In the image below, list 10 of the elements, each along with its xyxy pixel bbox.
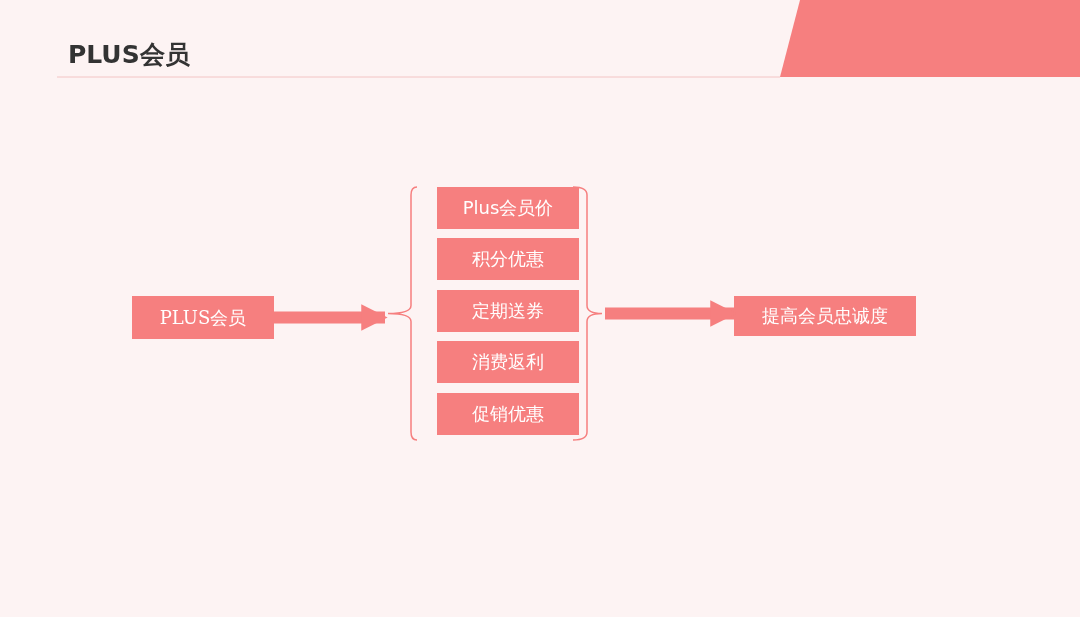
label-box: 消费返利: [437, 341, 579, 383]
label-box: PLUS会员: [132, 296, 274, 339]
arrow: [274, 304, 388, 331]
label-box: 积分优惠: [437, 238, 579, 280]
label-box: 促销优惠: [437, 393, 579, 435]
label-box: 提高会员忠诚度: [734, 296, 916, 336]
label-box: 定期送券: [437, 290, 579, 332]
label-box: Plus会员价: [437, 187, 579, 229]
title: PLUS会员: [68, 39, 190, 71]
arrow: [605, 300, 737, 327]
